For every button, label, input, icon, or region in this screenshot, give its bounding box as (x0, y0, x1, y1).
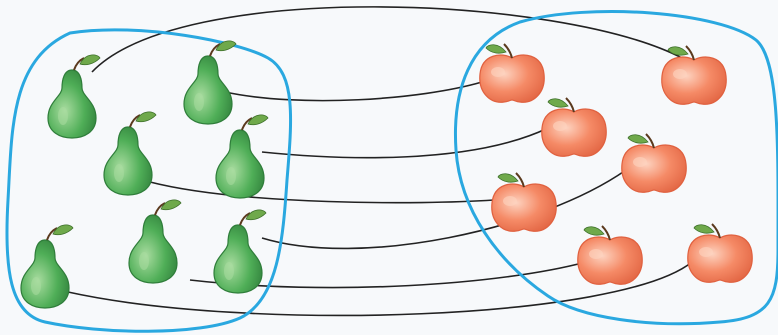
apple-shine (503, 196, 517, 206)
apple-shine (553, 121, 567, 131)
apple-shine (589, 249, 603, 259)
apple-body (622, 145, 686, 192)
apple-body (688, 235, 752, 282)
pear-shine (224, 262, 234, 280)
pear-shine (31, 277, 41, 295)
pear-shine (58, 107, 68, 125)
apple-shine (699, 247, 713, 257)
pear-shine (114, 164, 124, 182)
apple-body (492, 184, 556, 231)
apple-shine (673, 69, 687, 79)
apple-body (578, 237, 642, 284)
apple-body (480, 55, 544, 102)
pear-shine (194, 93, 204, 111)
apple-body (662, 57, 726, 104)
apple-body (542, 109, 606, 156)
apple-shine (633, 157, 647, 167)
apple-shine (491, 67, 505, 77)
pear-shine (226, 167, 236, 185)
pear-shine (139, 252, 149, 270)
